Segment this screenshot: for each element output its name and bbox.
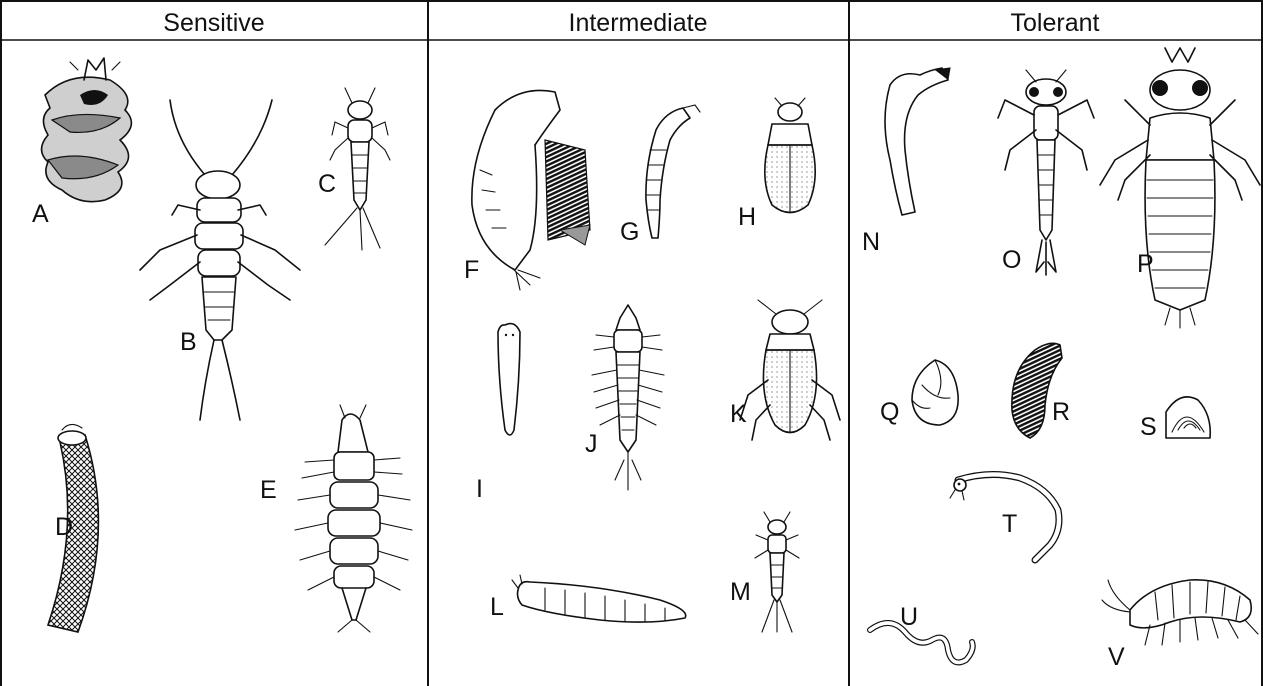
organism-a-illustration bbox=[42, 58, 132, 202]
organism-m-label: M bbox=[730, 578, 751, 606]
organism-h-illustration bbox=[765, 98, 815, 213]
organism-d-label: D bbox=[55, 513, 73, 541]
organism-k-illustration bbox=[740, 300, 840, 440]
organism-g-label: G bbox=[620, 218, 639, 246]
organism-t-label: T bbox=[1002, 510, 1017, 538]
organism-e-illustration bbox=[295, 405, 412, 632]
organism-f-label: F bbox=[464, 256, 479, 284]
organism-v-label: V bbox=[1108, 643, 1125, 671]
organism-o-illustration bbox=[998, 70, 1094, 275]
organism-p-label: P bbox=[1137, 250, 1154, 278]
organism-n-label: N bbox=[862, 228, 880, 256]
organism-v-illustration bbox=[1102, 580, 1258, 645]
organism-q-illustration bbox=[912, 360, 958, 425]
organism-m-illustration bbox=[755, 512, 799, 632]
organism-f-illustration bbox=[472, 90, 590, 290]
organism-i-illustration bbox=[498, 324, 520, 435]
organism-l-label: L bbox=[490, 593, 504, 621]
organism-g-illustration bbox=[646, 105, 700, 238]
organism-n-illustration bbox=[885, 68, 950, 215]
organism-k-label: K bbox=[730, 400, 747, 428]
organism-q-label: Q bbox=[880, 398, 899, 426]
organism-s-illustration bbox=[1166, 397, 1210, 438]
organism-o-label: O bbox=[1002, 246, 1021, 274]
organism-u-label: U bbox=[900, 603, 918, 631]
organism-a-label: A bbox=[32, 200, 49, 228]
organism-p-illustration bbox=[1100, 48, 1260, 328]
column-header-intermediate: Intermediate bbox=[569, 9, 708, 37]
organism-u-illustration bbox=[870, 623, 973, 662]
organism-s-label: S bbox=[1140, 413, 1157, 441]
organism-c-illustration bbox=[325, 88, 390, 250]
organism-j-illustration bbox=[592, 305, 664, 490]
column-header-tolerant: Tolerant bbox=[1011, 9, 1100, 37]
organism-b-illustration bbox=[140, 100, 300, 420]
organism-l-illustration bbox=[512, 575, 686, 622]
organism-b-label: B bbox=[180, 328, 197, 356]
column-header-sensitive: Sensitive bbox=[163, 9, 264, 37]
organism-h-label: H bbox=[738, 203, 756, 231]
organism-e-label: E bbox=[260, 476, 277, 504]
organism-j-label: J bbox=[585, 430, 598, 458]
organism-c-label: C bbox=[318, 170, 336, 198]
organism-r-label: R bbox=[1052, 398, 1070, 426]
organism-i-label: I bbox=[476, 475, 483, 503]
